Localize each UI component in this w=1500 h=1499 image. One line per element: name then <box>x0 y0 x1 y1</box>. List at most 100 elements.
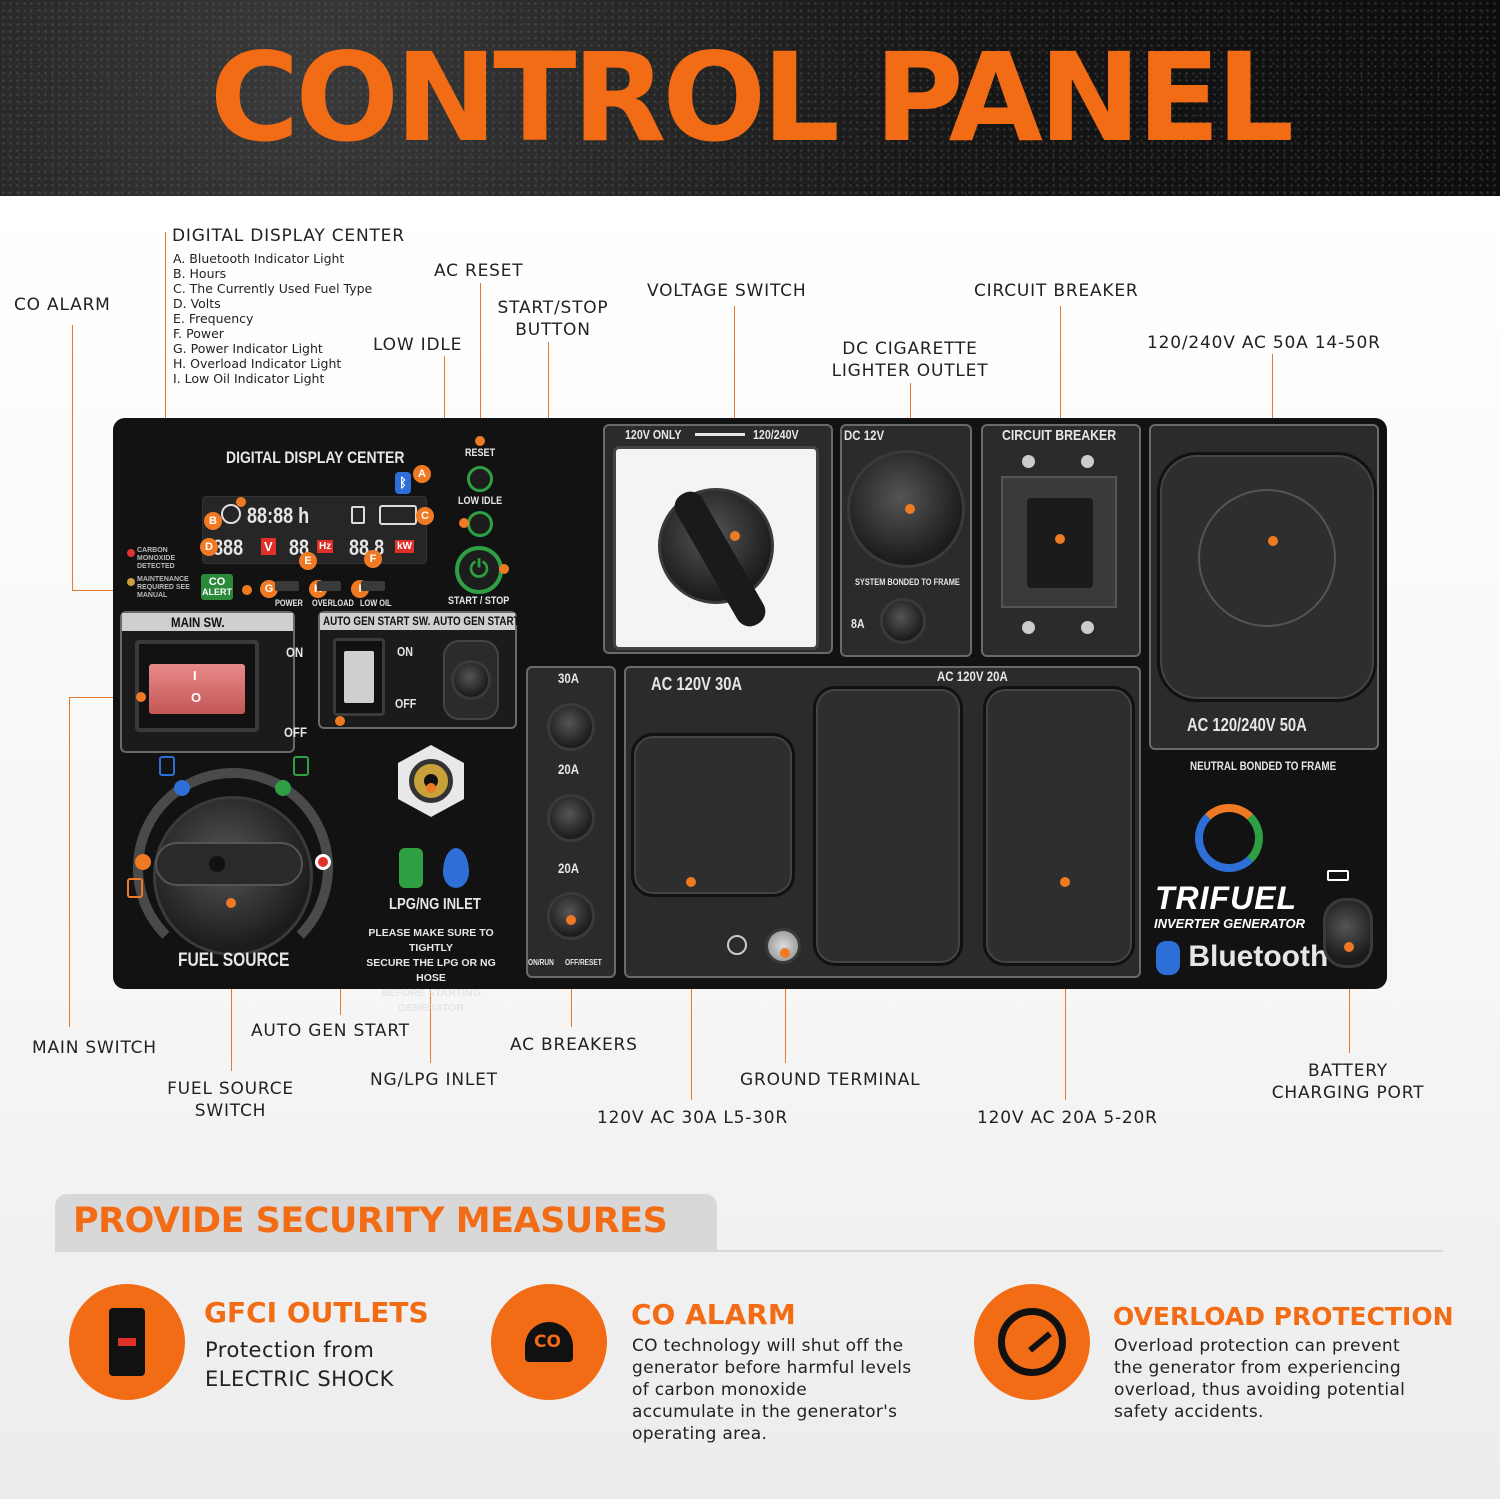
marker-dot <box>499 564 509 574</box>
fuel-knob-handle[interactable] <box>155 842 303 886</box>
breaker-20a-label: 20A <box>558 761 580 777</box>
display-item: H. Overload Indicator Light <box>173 356 342 371</box>
label-fuel-source: FUEL SOURCE SWITCH <box>153 1079 308 1121</box>
display-item: C. The Currently Used Fuel Type <box>173 281 373 296</box>
text-line: overload, thus avoiding potential <box>1114 1380 1406 1400</box>
label-outlet-50a: 120/240V AC 50A 14-50R <box>1147 333 1381 353</box>
label-line: FUEL SOURCE <box>167 1079 294 1099</box>
lpg-position-dot <box>174 780 190 796</box>
text-line: the generator from experiencing <box>1114 1358 1401 1378</box>
alarm-glyph: CO <box>525 1322 573 1362</box>
dc-8a-label: 8A <box>851 616 865 631</box>
breaker-on-run-label: ON/RUN <box>528 958 554 967</box>
marker-dot <box>1055 534 1065 544</box>
battery-charging-port[interactable] <box>1323 898 1373 968</box>
breaker-20a-label-2: 20A <box>558 860 580 876</box>
overload-indicator-light <box>317 581 341 591</box>
label-battery-port: BATTERY CHARGING PORT <box>1262 1061 1434 1103</box>
auto-gen-sw-label: AUTO GEN START SW. <box>323 614 431 628</box>
lcd-display: 88:88 h 888 V 88 Hz 88.8 kW <box>202 496 427 564</box>
text-line: of carbon monoxide <box>632 1380 807 1400</box>
label-dc-cigarette: DC CIGARETTE LIGHTER OUTLET <box>820 339 1000 381</box>
auto-gen-rocker-switch[interactable] <box>333 638 385 716</box>
marker-e: E <box>299 552 317 570</box>
rocker-face: I O <box>149 664 245 714</box>
marker-dot <box>686 877 696 887</box>
reset-label: RESET <box>465 447 496 459</box>
label-ac-breakers: AC BREAKERS <box>510 1035 638 1055</box>
main-sw-off: OFF <box>284 724 307 740</box>
marker-c: C <box>416 507 434 525</box>
label-co-alarm: CO ALARM <box>14 295 111 315</box>
battery-icon <box>1327 870 1349 881</box>
cb-screw-icon <box>1022 621 1035 634</box>
fuel-pump-icon <box>351 506 365 524</box>
outlet-test-button <box>118 1338 136 1346</box>
text-line: MANUAL <box>137 592 168 599</box>
text-line: ALERT <box>202 587 232 597</box>
label-circuit-breaker: CIRCUIT BREAKER <box>974 281 1139 301</box>
label-line: SWITCH <box>194 1101 267 1121</box>
outlet-glyph <box>109 1308 145 1376</box>
marker-dot <box>226 898 236 908</box>
ac30-title: AC 120V 30A <box>651 674 743 694</box>
label-line: START/STOP <box>497 298 609 318</box>
breaker-30a-label: 30A <box>558 670 580 686</box>
system-bonded-label: SYSTEM BONDED TO FRAME <box>855 577 960 587</box>
gfci-outlet-icon <box>69 1284 185 1400</box>
dc12-label: DC 12V <box>844 427 885 443</box>
marker-dot <box>242 585 252 595</box>
outlet-50a-cover[interactable] <box>1157 452 1377 702</box>
low-idle-button[interactable] <box>467 511 493 537</box>
marker-dot <box>730 531 740 541</box>
gasoline-can-icon <box>127 878 143 898</box>
security-divider <box>55 1250 1443 1252</box>
label-line: CHARGING PORT <box>1271 1083 1425 1103</box>
leader-line <box>165 232 166 502</box>
ground-symbol-icon <box>727 935 747 955</box>
outlet-20a-cover-right[interactable] <box>983 686 1135 966</box>
display-item: G. Power Indicator Light <box>173 341 323 356</box>
text-line: CO <box>208 576 226 588</box>
marker-b: B <box>204 512 222 530</box>
frequency-unit: Hz <box>317 540 334 553</box>
breaker-20a-button-2[interactable] <box>547 892 595 940</box>
label-main-switch: MAIN SWITCH <box>32 1038 157 1058</box>
auto-rocker-face <box>344 651 374 703</box>
label-line: LIGHTER OUTLET <box>831 361 989 381</box>
main-rocker-switch[interactable]: I O <box>135 640 259 732</box>
auto-gen-port[interactable] <box>443 640 499 720</box>
text-line: ELECTRIC SHOCK <box>205 1367 394 1391</box>
natural-gas-flame-icon <box>443 848 469 888</box>
ng-flame-icon <box>159 756 175 776</box>
power-indicator-light <box>275 581 299 591</box>
ac-reset-button[interactable] <box>467 466 493 492</box>
breaker-30a-button[interactable] <box>547 703 595 751</box>
text-line: CO technology will shut off the <box>632 1336 904 1356</box>
marker-dot <box>236 497 246 507</box>
security-title: PROVIDE SECURITY MEASURES <box>73 1201 668 1241</box>
leader-line <box>1349 947 1350 1053</box>
label-digital-display-center: DIGITAL DISPLAY CENTER <box>172 226 405 246</box>
bluetooth-icon <box>1156 941 1180 976</box>
fuel-source-label: FUEL SOURCE <box>178 950 290 971</box>
outlet-30a-cover[interactable] <box>631 733 795 897</box>
text-line: MONOXIDE <box>137 555 176 562</box>
outlet-20a-cover-left[interactable] <box>813 686 963 966</box>
display-item: F. Power <box>173 326 224 341</box>
breaker-off-reset-label: OFF/RESET <box>565 958 602 967</box>
start-stop-button[interactable]: ⏻ <box>455 546 503 594</box>
breaker-20a-button[interactable] <box>547 794 595 842</box>
off-position-dot <box>315 854 331 870</box>
text-line: accumulate in the generator's <box>632 1402 898 1422</box>
marker-dot <box>566 915 576 925</box>
fuel-type-icons <box>379 505 417 525</box>
brand-name: TRIFUEL <box>1155 880 1298 916</box>
co-alert-button[interactable]: CO ALERT <box>201 574 233 600</box>
ground-terminal[interactable] <box>765 928 801 964</box>
dc-breaker-button[interactable] <box>880 598 926 644</box>
main-sw-title-bar <box>122 613 293 631</box>
label-line: DC CIGARETTE <box>842 339 978 359</box>
header-texture <box>0 0 1500 196</box>
marker-a: A <box>413 465 431 483</box>
